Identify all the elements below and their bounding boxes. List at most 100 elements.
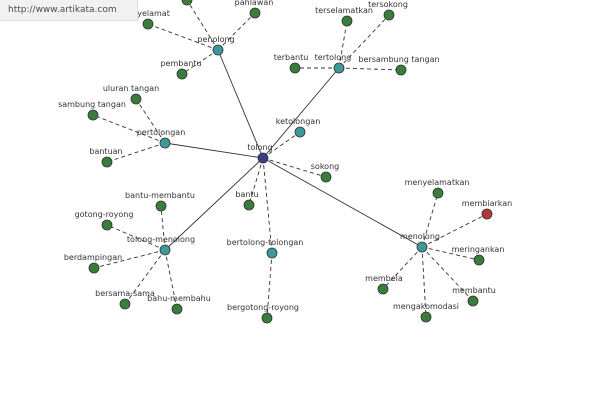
- node-uluran-tangan[interactable]: [130, 93, 142, 105]
- node-label-meringankan: meringankan: [452, 245, 505, 254]
- edge-menolong-menyelamatkan: [421, 192, 439, 248]
- node-ketolongan[interactable]: [294, 126, 306, 138]
- node-tersokong[interactable]: [383, 9, 395, 21]
- node-tertolong[interactable]: [333, 62, 345, 74]
- edges-layer: [92, 0, 488, 319]
- node-label-tertolong: tertolong: [315, 53, 352, 62]
- node-penolong[interactable]: [212, 44, 224, 56]
- node-label-menolong: menolong: [400, 232, 440, 241]
- node-berdampingan[interactable]: [88, 262, 100, 274]
- edge-tolong-ketolongan: [262, 131, 301, 159]
- node-label-tersokong: tersokong: [368, 0, 408, 9]
- node-label-mengakomodasi: mengakomodasi: [393, 302, 459, 311]
- node-label-ketolongan: ketolongan: [276, 117, 321, 126]
- edge-menolong-meringankan: [421, 246, 480, 261]
- node-sokong[interactable]: [320, 171, 332, 183]
- node-label-bahu-membahu: bahu-membahu: [147, 294, 211, 303]
- edge-tertolong-tersokong: [338, 14, 390, 69]
- node-label-bersambung-tangan: bersambung tangan: [358, 55, 439, 64]
- edge-tolong-bantu: [248, 157, 264, 206]
- edge-tolong-penolong: [217, 49, 264, 159]
- edge-tolong-menolong-bahu-membahu: [164, 249, 178, 310]
- edge-tolong-bertolong-tolongan: [262, 157, 273, 254]
- edge-penolong-top-hidden: [186, 0, 219, 51]
- edge-pertolongan-uluran-tangan: [135, 98, 166, 144]
- edge-menolong-membela: [382, 246, 423, 290]
- edge-tolong-menolong: [262, 157, 423, 248]
- edge-tolong-menolong-gotong-royong: [106, 224, 166, 251]
- edge-tertolong-terselamatkan: [338, 20, 348, 69]
- node-label-tolong: tolong: [247, 143, 272, 152]
- edge-tolong-pertolongan: [164, 142, 264, 159]
- node-label-terbantu: terbantu: [274, 53, 309, 62]
- edge-tolong-sokong: [262, 157, 327, 178]
- node-terbantu[interactable]: [289, 62, 301, 74]
- edge-tolong-tertolong: [262, 67, 340, 159]
- node-pembantu[interactable]: [176, 68, 188, 80]
- edge-penolong-pahlawan: [217, 12, 256, 51]
- node-pahlawan[interactable]: [249, 7, 261, 19]
- node-menolong[interactable]: [416, 241, 428, 253]
- node-label-tolong-menolong: tolong-menolong: [127, 235, 195, 244]
- edge-tolong-menolong-berdampingan: [93, 249, 166, 269]
- node-label-bantuan: bantuan: [89, 147, 122, 156]
- node-label-pembantu: pembantu: [160, 59, 201, 68]
- node-label-menyelamatkan: menyelamatkan: [405, 178, 470, 187]
- node-label-membantu: membantu: [452, 286, 496, 295]
- edge-tertolong-bersambung-tangan: [338, 67, 402, 71]
- nodes-layer: [87, 0, 493, 324]
- node-label-bertolong-tolongan: bertolong-tolongan: [227, 238, 304, 247]
- node-label-uluran-tangan: uluran tangan: [103, 84, 159, 93]
- node-gotong-royong[interactable]: [101, 219, 113, 231]
- node-label-penyelamat: penyelamat: [122, 9, 170, 18]
- edge-tolong-tolong-menolong: [164, 157, 264, 251]
- edge-tolong-menolong-bantu-membantu: [160, 205, 166, 251]
- edge-pertolongan-sambung-tangan: [92, 114, 166, 144]
- node-label-sambung-tangan: sambung tangan: [58, 100, 126, 109]
- node-label-membiarkan: membiarkan: [462, 199, 512, 208]
- node-mengakomodasi[interactable]: [420, 311, 432, 323]
- edge-penolong-penyelamat: [147, 23, 219, 51]
- labels-layer: tolong penolong tertolong pertolongan tolong…: [58, 0, 512, 312]
- node-label-bantu-membantu: bantu-membantu: [125, 191, 195, 200]
- edge-bertolong-tolongan-bergotong-royong: [266, 252, 273, 319]
- node-label-bantu: bantu: [235, 190, 258, 199]
- node-tolong[interactable]: [257, 152, 269, 164]
- node-bahu-membahu[interactable]: [171, 303, 183, 315]
- edge-penolong-pembantu: [181, 49, 219, 75]
- node-membela[interactable]: [377, 283, 389, 295]
- node-label-bergotong-royong: bergotong-royong: [227, 303, 299, 312]
- edge-tolong-menolong-bersama-sama: [124, 249, 166, 305]
- node-label-bersama-sama: bersama-sama: [95, 289, 155, 298]
- edge-menolong-mengakomodasi: [421, 246, 427, 318]
- node-bantuan[interactable]: [101, 156, 113, 168]
- node-bersama-sama[interactable]: [119, 298, 131, 310]
- node-tolong-menolong[interactable]: [159, 244, 171, 256]
- node-bergotong-royong[interactable]: [261, 312, 273, 324]
- node-label-berdampingan: berdampingan: [64, 253, 122, 262]
- node-label-pahlawan: pahlawan: [235, 0, 274, 7]
- node-penyelamat[interactable]: [142, 18, 154, 30]
- node-top-hidden[interactable]: [181, 0, 193, 6]
- edge-menolong-membiarkan: [421, 213, 488, 248]
- node-label-pertolongan: pertolongan: [137, 128, 186, 137]
- node-meringankan[interactable]: [473, 254, 485, 266]
- node-bertolong-tolongan[interactable]: [266, 247, 278, 259]
- edge-pertolongan-bantuan: [106, 142, 166, 163]
- node-bersambung-tangan[interactable]: [395, 64, 407, 76]
- edge-menolong-membantu: [421, 246, 474, 302]
- node-bantu-membantu[interactable]: [155, 200, 167, 212]
- node-label-membela: membela: [365, 274, 403, 283]
- node-bantu[interactable]: [243, 199, 255, 211]
- node-menyelamatkan[interactable]: [432, 187, 444, 199]
- node-label-terselamatkan: terselamatkan: [315, 6, 373, 15]
- node-label-sokong: sokong: [311, 162, 339, 171]
- node-pertolongan[interactable]: [159, 137, 171, 149]
- node-label-penolong: penolong: [197, 35, 234, 44]
- node-label-gotong-royong: gotong-royong: [75, 210, 134, 219]
- node-terselamatkan[interactable]: [341, 15, 353, 27]
- node-membiarkan[interactable]: [481, 208, 493, 220]
- node-membantu[interactable]: [467, 295, 479, 307]
- node-sambung-tangan[interactable]: [87, 109, 99, 121]
